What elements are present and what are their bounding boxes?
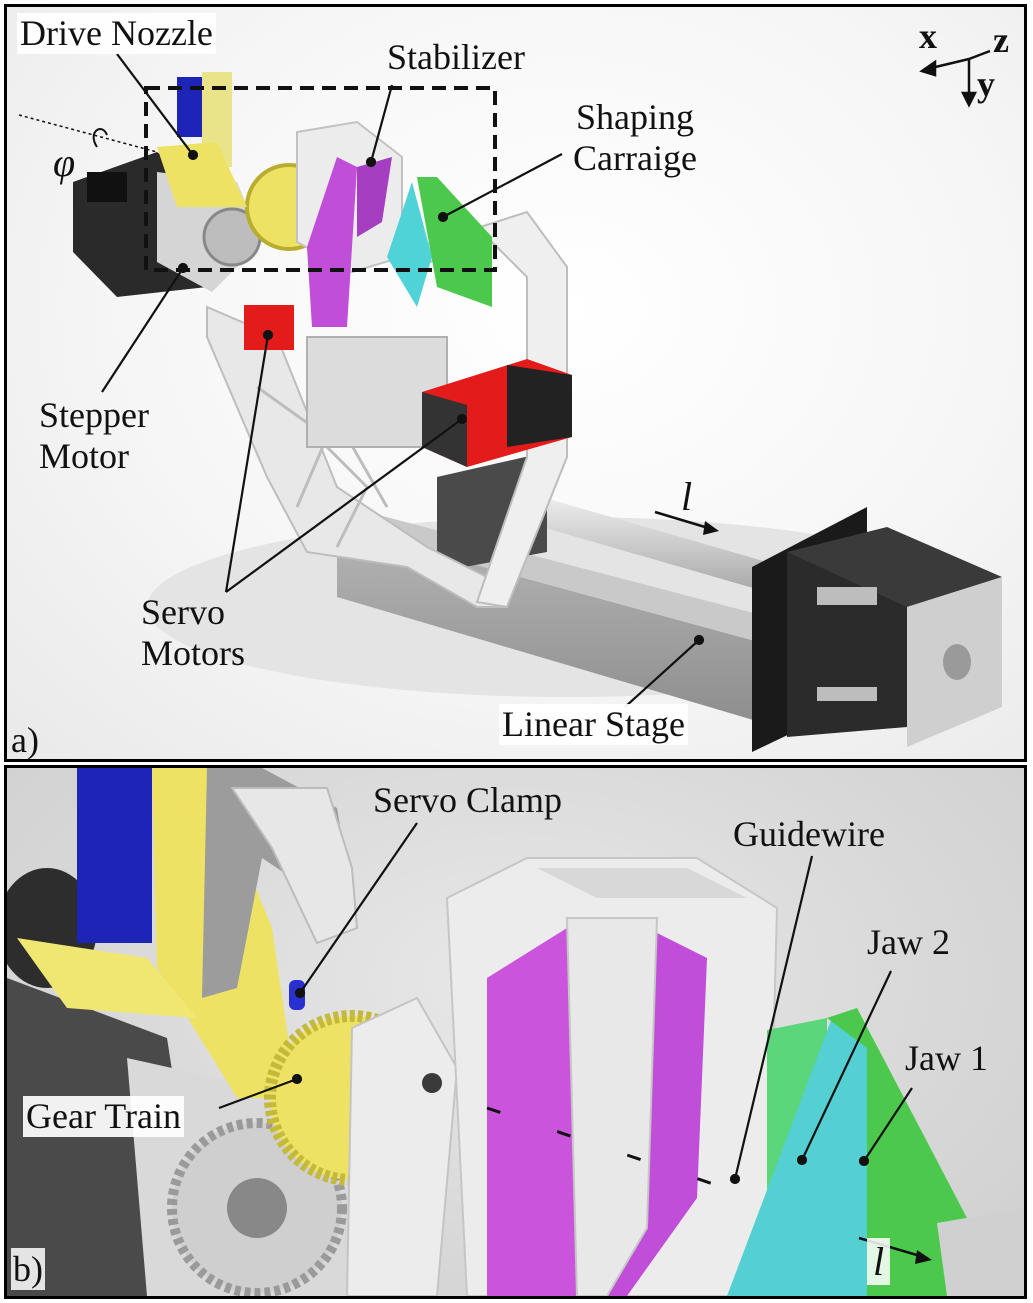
symbol-l-b: l (867, 1238, 891, 1285)
guidewire-line (486, 1106, 750, 1198)
axis-label-x: x (919, 16, 937, 56)
label-stepper-motor: Stepper Motor (39, 395, 149, 478)
leader-lines (101, 53, 705, 708)
label-stepper-motor-line1: Stepper (39, 395, 149, 435)
main-frame (206, 210, 568, 609)
label-servo-motors: Servo Motors (141, 592, 245, 675)
linear-stage-rod (507, 487, 767, 592)
leader-lines-b (218, 822, 913, 1185)
panel-a-illustration (18, 49, 1002, 752)
servo-motor-left (244, 305, 294, 350)
drive-nozzle-assembly (157, 72, 247, 207)
axis-label-y: y (977, 64, 995, 104)
stabilizer-closeup (445, 857, 779, 1296)
bracket-bolt (422, 1073, 442, 1093)
label-servo-clamp: Servo Clamp (373, 780, 562, 820)
label-servo-motors-line2: Motors (141, 633, 246, 674)
panel-b-illustration (7, 768, 1024, 1296)
label-jaw-1: Jaw 1 (905, 1038, 988, 1078)
label-stabilizer: Stabilizer (387, 37, 525, 77)
label-shaping-carriage-line2: Carraige (573, 138, 697, 179)
panel-b-tag: b) (11, 1248, 45, 1290)
label-shaping-carriage: Shaping Carraige (573, 97, 697, 180)
label-servo-motors-line1: Servo (141, 592, 225, 632)
linear-stage-closeup (937, 1208, 1024, 1296)
bracket (345, 996, 459, 1296)
jaw-2-closeup (727, 1018, 867, 1296)
label-stepper-motor-line2: Motor (39, 436, 129, 477)
panel-a-tag: a) (11, 720, 39, 760)
servo-arm (230, 787, 359, 945)
servo-motor-right (422, 359, 572, 467)
rotation-arrow (92, 128, 108, 148)
panel-b: Servo Clamp Guidewire Jaw 2 Jaw 1 Gear T… (4, 765, 1027, 1299)
l-arrow-head (703, 521, 719, 535)
jaw-2 (387, 182, 432, 307)
symbol-phi: φ (53, 140, 76, 185)
label-guidewire: Guidewire (733, 814, 885, 854)
axis-label-z: z (993, 20, 1009, 60)
panel-a: Drive Nozzle Stabilizer Shaping Carraige… (4, 4, 1027, 762)
nozzle-yellow-shaft (17, 938, 197, 1018)
symbol-l-a: l (681, 474, 693, 519)
detail-box (144, 86, 497, 272)
label-drive-nozzle: Drive Nozzle (17, 13, 216, 55)
label-gear-train: Gear Train (23, 1096, 184, 1138)
linear-stepper-motor (752, 507, 1002, 752)
coordinate-axes (919, 49, 991, 108)
l-arrow-head-b (915, 1250, 932, 1264)
rotation-axis-line (18, 114, 158, 153)
stabilizer (296, 120, 403, 327)
label-linear-stage: Linear Stage (499, 704, 688, 746)
label-jaw-2: Jaw 2 (867, 922, 950, 962)
label-shaping-carriage-line1: Shaping (575, 97, 694, 137)
drive-nozzle-closeup (77, 768, 152, 943)
jaw-1 (417, 177, 492, 307)
